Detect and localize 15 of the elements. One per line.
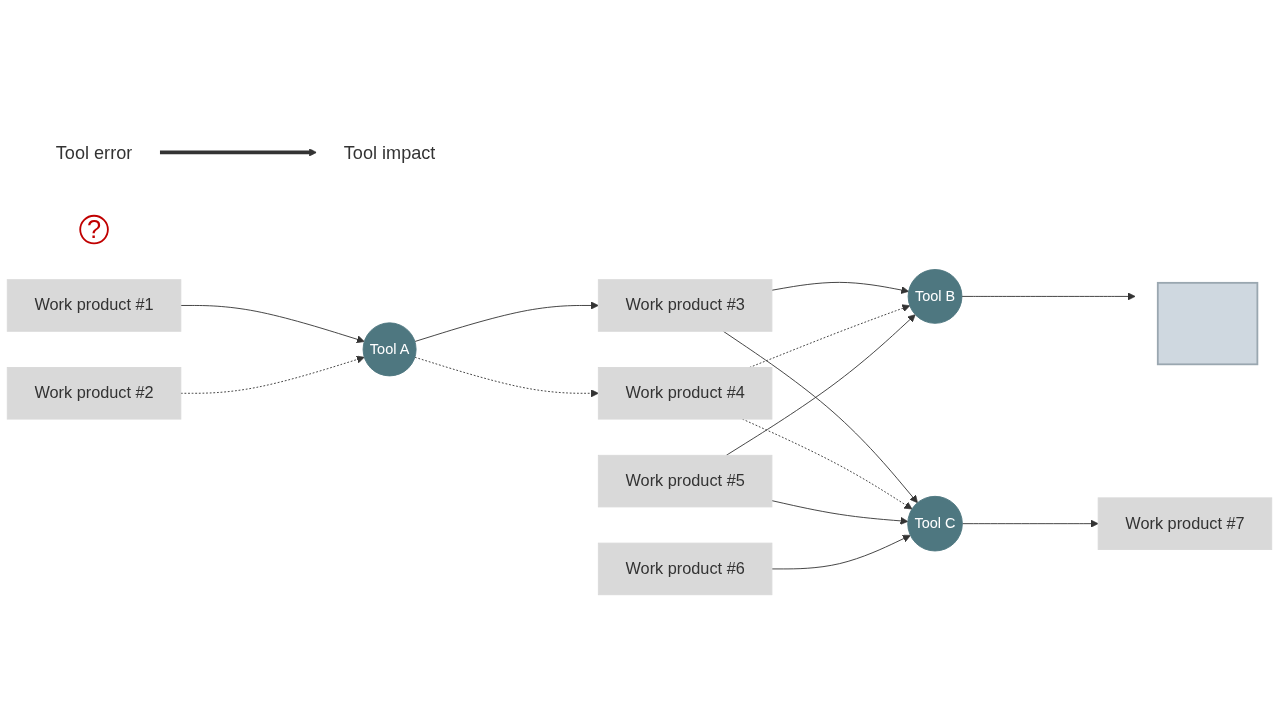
node-box: Work product #5 [597, 454, 773, 508]
node-box [1156, 281, 1259, 366]
node-box: Work product #4 [597, 367, 773, 420]
node-box: Work product #3 [597, 279, 773, 332]
node-circle: ? [79, 214, 109, 245]
node-circle: Tool C [907, 495, 963, 552]
node-text: Tool impact [343, 142, 436, 163]
node-text: Tool error [55, 142, 133, 163]
node-box: Work product #2 [6, 367, 182, 420]
node-box: Work product #7 [1097, 497, 1273, 550]
node-box: Work product #1 [6, 279, 182, 332]
arrow [159, 148, 317, 157]
node-box: Work product #6 [597, 542, 773, 596]
node-circle: Tool B [907, 269, 963, 324]
node-circle: Tool A [362, 322, 417, 377]
